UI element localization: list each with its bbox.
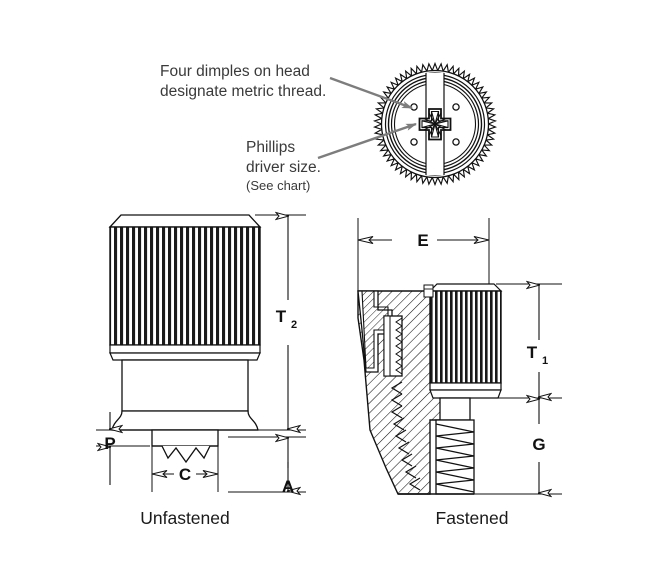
- dimple-bottom-left: [410, 138, 418, 146]
- fastened-view-label: Fastened: [436, 508, 509, 528]
- dimples-note-line1: Four dimples on head: [160, 63, 310, 80]
- phillips-note-line3: (See chart): [246, 178, 310, 193]
- phillips-note-line1: Phillips: [246, 139, 295, 156]
- dimension-t1-letter: T: [527, 343, 538, 362]
- unfastened-head-collar: [109, 344, 261, 361]
- unfastened-shank: [151, 429, 219, 464]
- dimension-e-letter: E: [417, 231, 428, 250]
- annotation-group: Four dimples on head designate metric th…: [160, 63, 417, 193]
- housing-tapped-thread: [390, 381, 421, 491]
- head-dimples: [410, 103, 460, 146]
- dimension-t2-subscript: 2: [291, 319, 297, 331]
- shank-break-line: [152, 445, 218, 464]
- dimension-t2-letter: T: [276, 307, 287, 326]
- dimension-g: G: [466, 399, 562, 494]
- fastened-view: E: [357, 218, 562, 528]
- dimension-e: E: [357, 218, 490, 292]
- dimension-g-letter: G: [532, 435, 545, 454]
- dimension-a-letter: A: [282, 477, 294, 496]
- dimension-p-letter: P: [104, 434, 115, 453]
- phillips-note-line2: driver size.: [246, 159, 321, 176]
- dimple-top-right: [452, 103, 460, 111]
- unfastened-barrel: [111, 359, 259, 431]
- fastened-screw-head: [428, 283, 503, 399]
- dimension-t2: T 2: [255, 215, 306, 430]
- dimension-t1: T 1: [466, 284, 562, 398]
- dimple-bottom-right: [452, 138, 460, 146]
- fastened-screw-shank: [398, 397, 475, 495]
- unfastened-view: T 2 A P: [96, 215, 306, 528]
- dimples-note-line2: designate metric thread.: [160, 83, 326, 100]
- unfastened-head-knurl: [109, 226, 261, 346]
- head-recess-notch: [423, 284, 434, 298]
- dimension-c-letter: C: [179, 465, 191, 484]
- dimension-p: P: [96, 412, 150, 485]
- head-top-view: [372, 61, 498, 187]
- dimension-t1-subscript: 1: [542, 355, 548, 367]
- phillips-leader-line: [317, 122, 417, 160]
- retainer-internal-thread: [395, 317, 403, 375]
- dimension-a: A: [228, 437, 306, 496]
- unfastened-head-chamfer: [108, 214, 262, 228]
- unfastened-flare: [111, 410, 259, 431]
- phillips-recess: [418, 108, 452, 141]
- dimension-c: C: [151, 438, 219, 492]
- unfastened-view-label: Unfastened: [140, 508, 230, 528]
- dimples-leader-line: [329, 76, 413, 110]
- screw-external-thread: [435, 423, 475, 493]
